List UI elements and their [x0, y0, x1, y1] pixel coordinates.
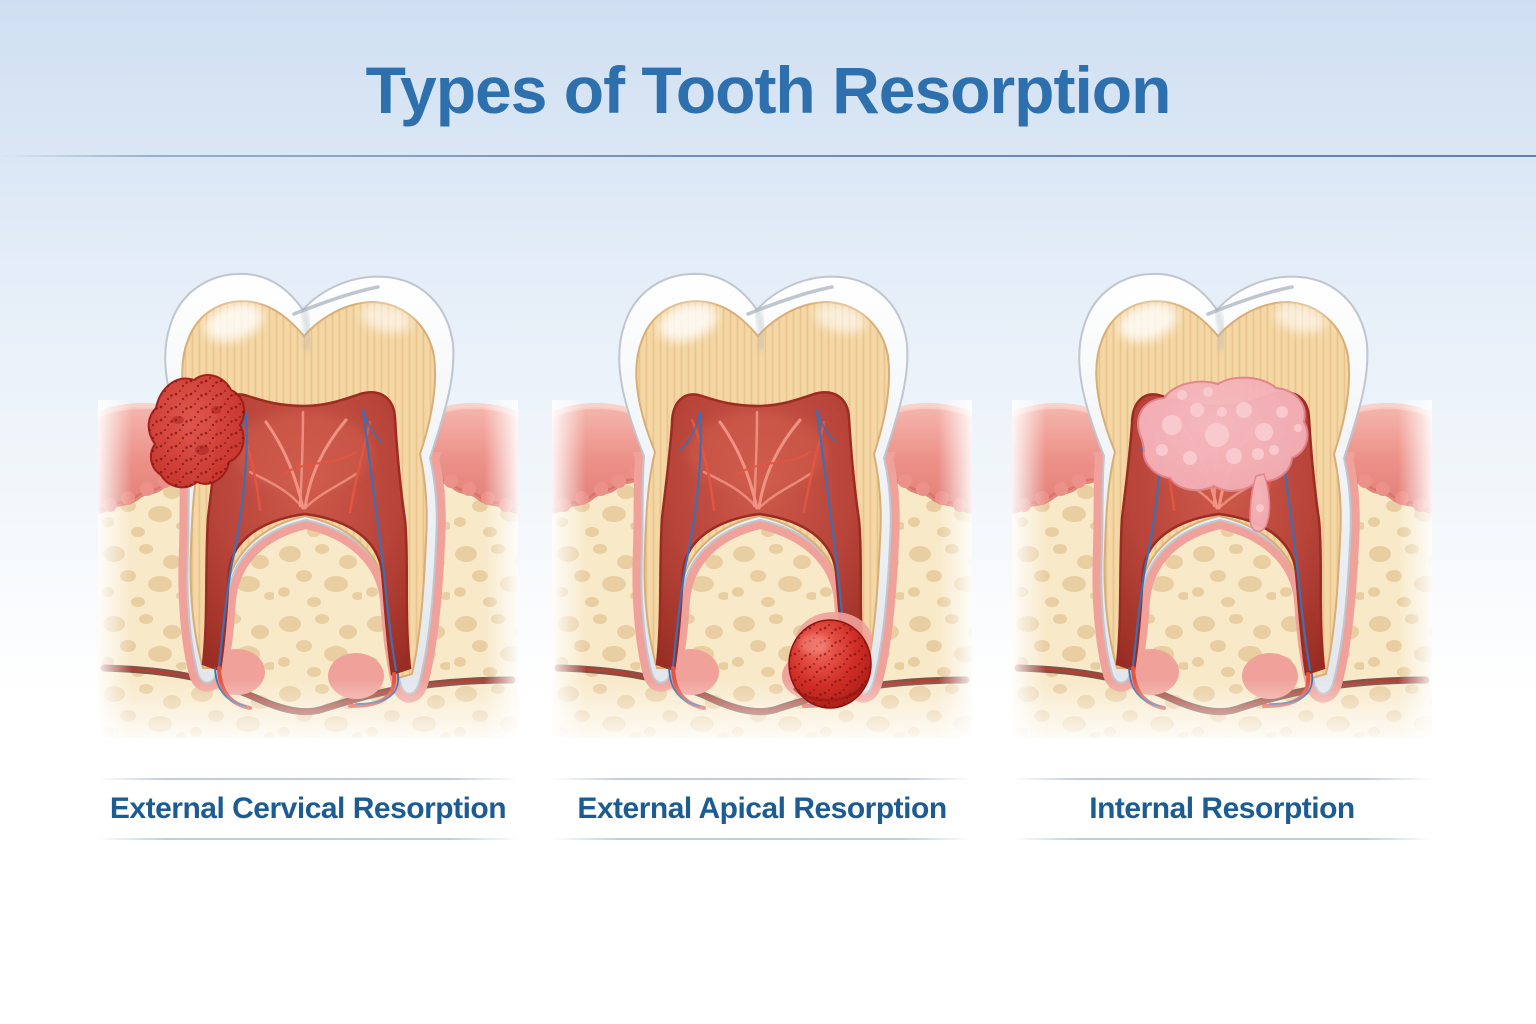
panel-label: External Apical Resorption — [577, 792, 947, 825]
tooth-illustration-apical — [552, 260, 972, 760]
caption-rule-top — [98, 778, 518, 780]
panel-external-cervical: External Cervical Resorption — [98, 260, 518, 840]
panel-external-apical: External Apical Resorption — [552, 260, 972, 840]
page-title: Types of Tooth Resorption — [365, 53, 1172, 127]
caption-rule-bottom — [1012, 838, 1432, 840]
caption-rule-top — [552, 778, 972, 780]
internal-resorption-lesion — [1137, 376, 1309, 533]
caption-rule-bottom — [98, 838, 518, 840]
tooth-cross-section — [98, 274, 518, 760]
tooth-cross-section — [1012, 274, 1432, 760]
cervical-resorption-lesion — [147, 374, 246, 489]
lesion-bubbles — [1156, 387, 1302, 512]
apical-resorption-lesion — [788, 612, 872, 709]
tooth-illustration-internal — [1012, 260, 1432, 760]
title-divider — [0, 155, 1536, 157]
panel-internal: Internal Resorption — [1012, 260, 1432, 840]
caption-rule-top — [1012, 778, 1432, 780]
panel-label: Internal Resorption — [1089, 792, 1355, 825]
caption-rule-bottom — [552, 838, 972, 840]
panel-label: External Cervical Resorption — [109, 792, 507, 825]
tooth-cross-section — [552, 274, 972, 760]
tooth-illustration-cervical — [98, 260, 518, 760]
